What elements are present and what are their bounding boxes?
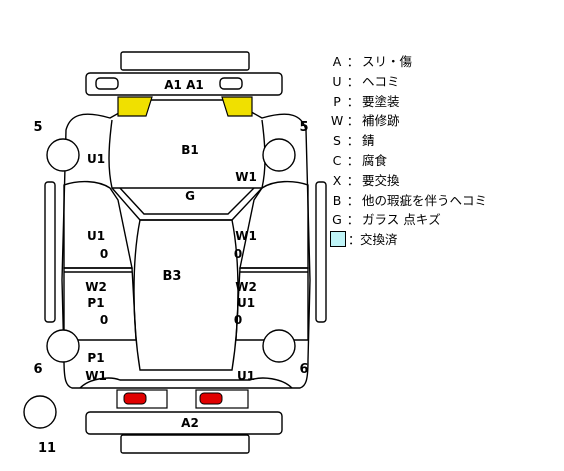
- legend-label: スリ・傷: [362, 54, 413, 69]
- legend-item-replaced: ：交換済: [330, 230, 487, 250]
- hood-outline: [108, 119, 266, 189]
- rear-plate: [120, 434, 250, 454]
- left-front-door-label: U1: [87, 229, 105, 243]
- right-front-door-label: W1: [235, 229, 257, 243]
- legend: A：スリ・傷 U：ヘコミ P：要塗装 W：補修跡 S：錆 C：腐食 X：要交換 …: [330, 52, 487, 250]
- front-plate: [120, 51, 250, 71]
- legend-item: C：腐食: [330, 151, 487, 171]
- legend-item: B：他の瑕疵を伴うヘコミ: [330, 191, 487, 211]
- front-bumper-label: A1 A1: [164, 78, 203, 92]
- left-rear-door-top-label: W2: [85, 280, 107, 294]
- windshield-label: G: [185, 189, 195, 203]
- right-taillight: [199, 392, 223, 405]
- legend-code: P: [333, 93, 341, 109]
- legend-code: G: [332, 212, 342, 228]
- left-rear-door: [63, 267, 137, 341]
- right-rear-door-sub: 0: [234, 313, 242, 327]
- right-rear-door-top-label: W2: [235, 280, 257, 294]
- left-front-fender-label: U1: [87, 152, 105, 166]
- windshield-inner: [119, 187, 255, 215]
- left-side-skirt: [44, 181, 56, 323]
- left-rear-quarter-top-label: P1: [87, 351, 104, 365]
- legend-code: S: [333, 133, 341, 149]
- right-rear-quarter-label: U1: [237, 369, 255, 383]
- legend-code: W: [330, 113, 344, 129]
- right-front-door-sub: 0: [234, 247, 242, 261]
- left-front-door: [63, 180, 133, 269]
- legend-item: P：要塗装: [330, 92, 487, 112]
- wheel-rear-left-label: 6: [33, 362, 42, 377]
- trunk-outline: [79, 377, 293, 389]
- legend-item: W：補修跡: [330, 111, 487, 131]
- legend-label: 他の瑕疵を伴うヘコミ: [362, 192, 488, 208]
- left-rear-door-sub: 0: [100, 313, 108, 327]
- legend-label: 要塗装: [362, 93, 400, 109]
- roof-label: B3: [163, 269, 182, 284]
- legend-label: 要交換: [362, 172, 400, 188]
- legend-code: B: [332, 192, 342, 208]
- right-headlight: [221, 96, 253, 117]
- front-bumper-left-lamp: [95, 77, 119, 90]
- legend-label: 腐食: [362, 152, 388, 168]
- left-front-door-sub: 0: [100, 247, 108, 261]
- spare-tire-label: 11: [38, 441, 56, 456]
- wheel-rear-left: [46, 329, 80, 363]
- legend-item: S：錆: [330, 131, 487, 151]
- wheel-front-left-label: 5: [33, 120, 42, 135]
- left-taillight: [123, 392, 147, 405]
- wheel-front-left: [46, 138, 80, 172]
- car-outline: [61, 99, 311, 389]
- front-bumper: [85, 72, 283, 96]
- left-rear-quarter-bottom-label: W1: [85, 369, 107, 383]
- legend-item: U：ヘコミ: [330, 72, 487, 92]
- legend-label: ガラス 点キズ: [362, 212, 441, 228]
- replaced-swatch: [330, 231, 346, 248]
- rear-bumper-label: A2: [181, 416, 199, 430]
- roof-outline: [133, 219, 239, 371]
- legend-code: A: [332, 54, 342, 69]
- spare-tire: [23, 395, 57, 429]
- legend-item: X：要交換: [330, 171, 487, 191]
- hood-label: B1: [181, 143, 199, 157]
- legend-code: U: [332, 73, 342, 89]
- wheel-rear-right-label: 6: [299, 362, 308, 377]
- wheel-rear-right: [262, 329, 296, 363]
- right-front-fender-label: W1: [235, 170, 257, 184]
- front-bumper-right-lamp: [219, 77, 243, 90]
- right-front-door: [239, 180, 309, 269]
- right-rear-door-mid-label: U1: [237, 296, 255, 310]
- legend-item: G：ガラス 点キズ: [330, 210, 487, 230]
- legend-label: ヘコミ: [362, 73, 400, 89]
- right-side-skirt: [315, 181, 327, 323]
- legend-item: A：スリ・傷: [330, 52, 487, 72]
- wheel-front-right: [262, 138, 296, 172]
- legend-label: 錆: [362, 133, 375, 149]
- legend-label: 補修跡: [362, 113, 400, 129]
- legend-code: C: [332, 152, 342, 168]
- wheel-front-right-label: 5: [299, 120, 308, 135]
- legend-code: X: [332, 172, 342, 188]
- right-rear-door: [235, 267, 309, 341]
- legend-label: 交換済: [360, 232, 398, 248]
- left-headlight: [117, 96, 153, 117]
- rear-bumper: [85, 411, 283, 435]
- left-rear-door-mid-label: P1: [87, 296, 104, 310]
